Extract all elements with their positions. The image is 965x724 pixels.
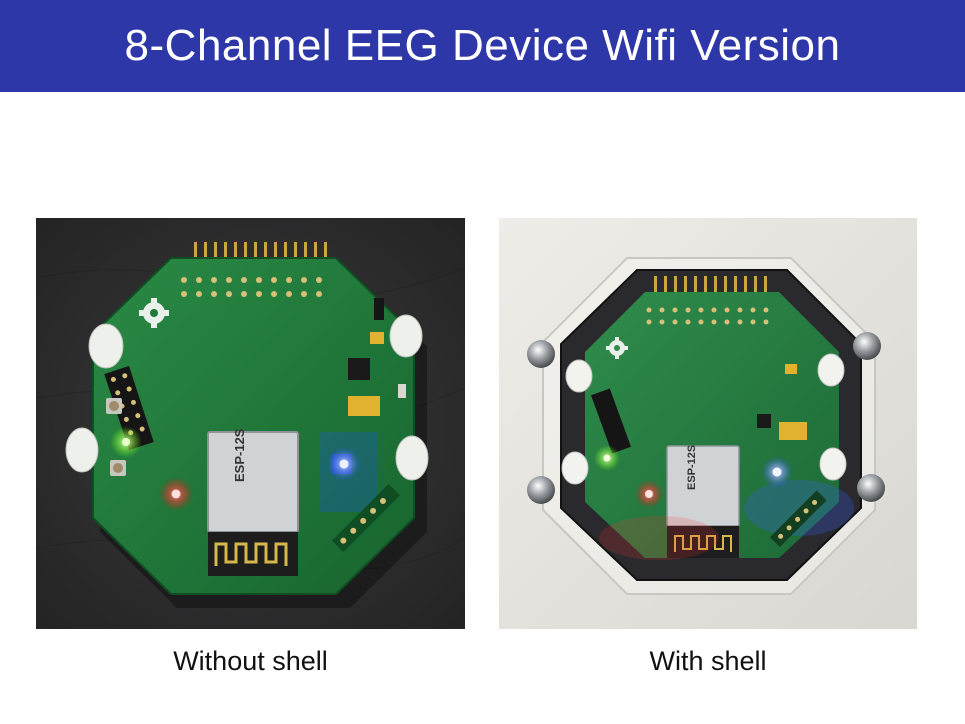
module-label: ESP-12S (232, 428, 247, 482)
oshw-gear-icon (606, 337, 628, 359)
tantalum-cap (348, 396, 380, 416)
photo-without-shell: ESP-12S (36, 218, 465, 629)
caption-with-shell: With shell (649, 646, 767, 676)
board-with-shell-illustration: ESP-12S (499, 218, 917, 629)
esp-12s-module (207, 431, 299, 533)
board-without-shell-illustration: ESP-12S (36, 218, 465, 629)
ic-chip (348, 358, 370, 380)
electrode-standoffs (65, 314, 429, 481)
electrode-standoffs-shelled (561, 353, 847, 485)
esp-12s-module-shelled (666, 445, 740, 527)
chrome-screws (527, 332, 885, 504)
oshw-gear-icon (139, 298, 169, 328)
photo-with-shell: ESP-12S (499, 218, 917, 629)
caption-without-shell: Without shell (173, 646, 328, 676)
module-label-shelled: ESP-12S (686, 445, 698, 490)
title-banner: 8-Channel EEG Device Wifi Version (0, 0, 965, 92)
banner-title: 8-Channel EEG Device Wifi Version (124, 21, 841, 70)
header-pins (194, 242, 327, 264)
